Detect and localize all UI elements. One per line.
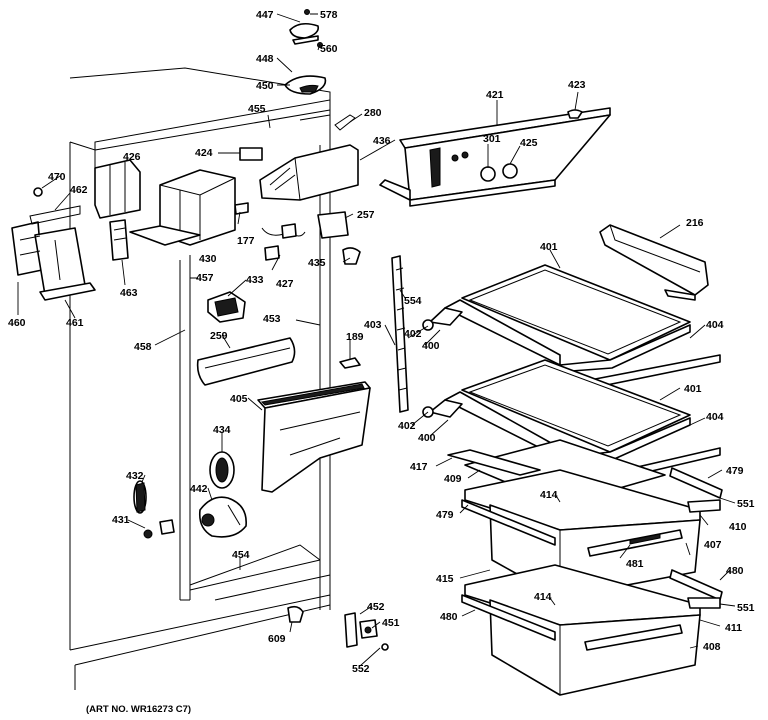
label-480b: 480 [440, 611, 458, 623]
label-447: 447 [256, 9, 274, 21]
label-460: 460 [8, 317, 26, 329]
label-401b: 401 [684, 383, 702, 395]
label-403: 403 [364, 319, 382, 331]
part-labels: 447 578 448 560 450 455 280 421 423 301 … [8, 9, 755, 675]
label-442: 442 [190, 483, 208, 495]
label-430: 430 [199, 253, 217, 265]
label-400a: 400 [422, 340, 440, 352]
label-421: 421 [486, 89, 504, 101]
duct-assembly [11, 187, 96, 301]
small-components [234, 147, 361, 265]
label-470: 470 [48, 171, 66, 183]
label-452: 452 [367, 601, 385, 613]
light-housing [259, 114, 359, 201]
label-552: 552 [352, 663, 370, 675]
label-578: 578 [320, 9, 338, 21]
label-433: 433 [246, 274, 264, 286]
label-461: 461 [66, 317, 84, 329]
label-411: 411 [725, 622, 742, 634]
door-bin [599, 224, 709, 301]
label-448: 448 [256, 53, 274, 65]
label-454: 454 [232, 549, 250, 561]
label-189: 189 [346, 331, 364, 343]
label-407: 407 [704, 539, 722, 551]
label-609: 609 [268, 633, 286, 645]
upper-shelf [422, 264, 721, 389]
light-shield [257, 381, 371, 493]
fan-and-cover [196, 291, 296, 386]
label-480a: 480 [726, 565, 744, 577]
label-463: 463 [120, 287, 138, 299]
label-479b: 479 [436, 509, 454, 521]
label-458: 458 [134, 341, 152, 353]
label-259: 259 [210, 330, 228, 342]
label-401a: 401 [540, 241, 558, 253]
label-451: 451 [382, 617, 400, 629]
label-551a: 551 [737, 498, 755, 510]
label-415: 415 [436, 573, 454, 585]
label-455: 455 [248, 103, 266, 115]
label-404a: 404 [706, 319, 724, 331]
leader-lines [17, 13, 736, 667]
label-280: 280 [364, 107, 382, 119]
label-410: 410 [729, 521, 747, 533]
label-453: 453 [263, 313, 281, 325]
label-424: 424 [195, 147, 213, 159]
label-554: 554 [404, 295, 422, 307]
label-301: 301 [483, 133, 501, 145]
label-434: 434 [213, 424, 231, 436]
label-257: 257 [357, 209, 375, 221]
label-450: 450 [256, 80, 274, 92]
label-409: 409 [444, 473, 462, 485]
top-clips [284, 9, 327, 95]
label-479a: 479 [726, 465, 744, 477]
label-425: 425 [520, 137, 538, 149]
label-462: 462 [70, 184, 88, 196]
art-number: (ART NO. WR16273 C7) [86, 704, 191, 715]
label-560: 560 [320, 43, 338, 55]
lower-drawer [461, 564, 723, 696]
label-426: 426 [123, 151, 141, 163]
label-457: 457 [196, 272, 214, 284]
label-432: 432 [126, 470, 144, 482]
label-417: 417 [410, 461, 428, 473]
control-housing [379, 107, 611, 207]
label-423: 423 [568, 79, 586, 91]
label-431: 431 [112, 514, 130, 526]
control-box-430 [94, 159, 236, 261]
label-427: 427 [276, 278, 294, 290]
label-435: 435 [308, 257, 326, 269]
label-405: 405 [230, 393, 248, 405]
label-177: 177 [237, 235, 255, 247]
shelf-rail [339, 255, 409, 413]
label-551b: 551 [737, 602, 755, 614]
label-436: 436 [373, 135, 391, 147]
label-402b: 402 [398, 420, 416, 432]
label-408: 408 [703, 641, 721, 653]
label-400b: 400 [418, 432, 436, 444]
label-414a: 414 [540, 489, 558, 501]
label-216: 216 [686, 217, 704, 229]
lower-components [133, 451, 247, 539]
cabinet-body [69, 67, 331, 690]
label-402a: 402 [404, 328, 422, 340]
hinge-parts [287, 605, 389, 651]
label-404b: 404 [706, 411, 724, 423]
label-481: 481 [626, 558, 644, 570]
label-414b: 414 [534, 591, 552, 603]
